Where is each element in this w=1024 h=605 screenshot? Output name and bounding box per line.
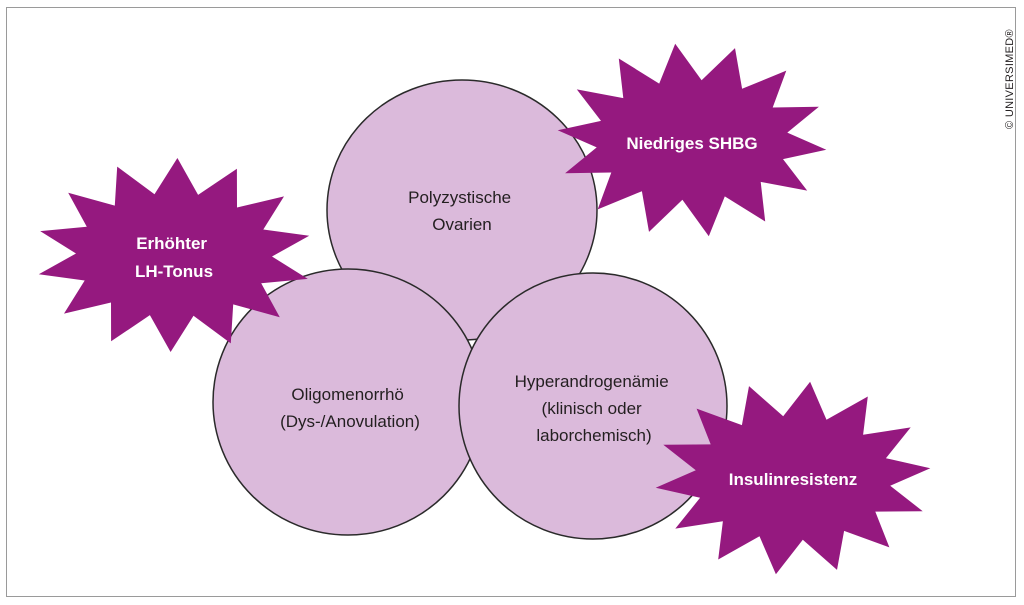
label-insulinresistenz: Insulinresistenz (729, 470, 857, 489)
burst-erhoehter-lh-tonus (38, 158, 310, 352)
figure-frame (6, 7, 1016, 597)
label-erhoehter-lh-tonus: Erhöhter LH-Tonus (135, 234, 213, 281)
label-polyzystische-ovarien: Polyzystische Ovarien (408, 188, 516, 234)
copyright-notice: © UNIVERSIMED® (1003, 24, 1017, 134)
label-oligomenorrhoe: Oligomenorrhö (Dys-/Anovulation) (280, 385, 420, 431)
label-hyperandrogenaemie: Hyperandrogenämie (klinisch oder laborch… (515, 372, 674, 445)
burst-niedriges-shbg (557, 43, 827, 237)
burst-insulinresistenz (655, 381, 931, 575)
circle-hyperandrogenaemie (458, 272, 728, 540)
copyright-text: © UNIVERSIMED® (1004, 29, 1016, 129)
label-niedriges-shbg: Niedriges SHBG (626, 134, 757, 153)
